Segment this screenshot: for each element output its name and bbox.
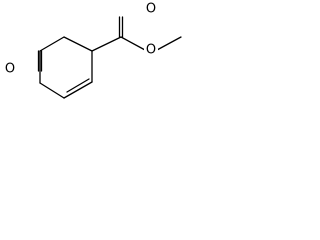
chemical-structure: O O O [3, 1, 182, 99]
carbonyl-oxygen-label: O [146, 2, 156, 17]
bond-ring-to-carbonyl [91, 36, 122, 52]
carbonyl-oxygen-bg [144, 1, 158, 17]
bond-c8-c9 [63, 81, 93, 99]
bond-c5-c6 [39, 36, 65, 52]
bond-c10-c5 [63, 36, 93, 52]
ester-oxygen-label: O [146, 43, 156, 58]
bond-ester-o-to-methyl [156, 36, 182, 51]
bond-c7-c8 [39, 82, 65, 99]
ester-oxygen-bg [144, 42, 158, 58]
ketone-oxygen-label: O [5, 62, 15, 77]
ketone-oxygen-bg [3, 61, 17, 77]
bond-c8-c9-double [66, 78, 90, 93]
bond-carbonyl-to-ester-o [120, 36, 146, 51]
